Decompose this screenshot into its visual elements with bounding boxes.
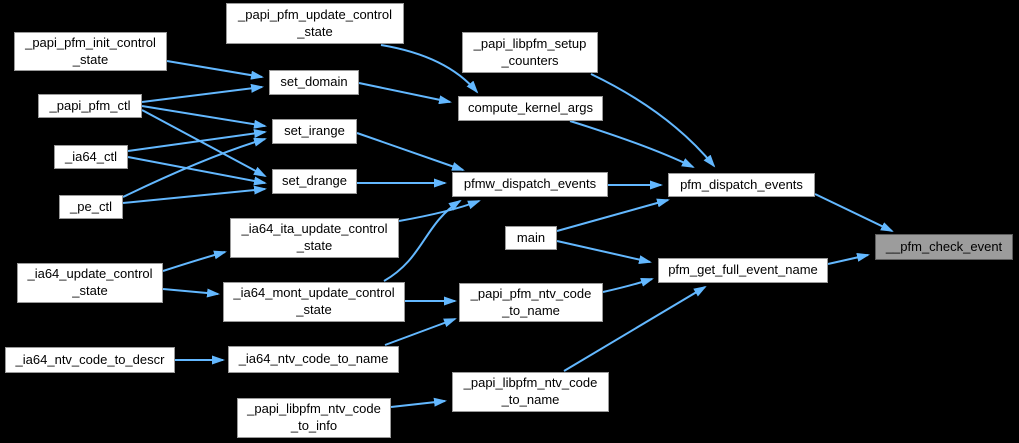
node-ia64_ntv_code_to_descr[interactable]: _ia64_ntv_code_to_descr <box>5 347 175 373</box>
node-set_domain[interactable]: set_domain <box>269 70 359 95</box>
edge-papi_libpfm_ntv_code_to_name-to-pfm_get_full_event_name <box>563 285 707 372</box>
node-main[interactable]: main <box>505 226 557 250</box>
edge-ia64_update_control_state-to-ia64_mont_update_control_state <box>162 288 220 298</box>
edge-papi_pfm_ctl-to-set_domain <box>141 83 264 103</box>
node-ia64_ntv_code_to_name[interactable]: _ia64_ntv_code_to_name <box>228 346 399 373</box>
node-pfm_get_full_event_name[interactable]: pfm_get_full_event_name <box>658 258 828 283</box>
edge-ia64_ctl-to-set_drange <box>127 156 267 186</box>
edge-set_irange-to-pfmw_dispatch_events <box>356 132 465 171</box>
node-papi_pfm_update_control_state[interactable]: _papi_pfm_update_control _state <box>226 3 404 44</box>
edge-pe_ctl-to-set_drange <box>122 185 267 204</box>
edge-papi_pfm_init_control_state-to-set_domain <box>166 60 264 80</box>
node-papi_pfm_ntv_code_to_name[interactable]: _papi_pfm_ntv_code _to_name <box>459 283 603 322</box>
node-compute_kernel_args[interactable]: compute_kernel_args <box>458 96 603 121</box>
node-set_irange[interactable]: set_irange <box>272 119 357 144</box>
edge-pfm_dispatch_events-to-pfm_check_event <box>814 193 894 232</box>
node-set_drange[interactable]: set_drange <box>272 169 357 194</box>
edge-main-to-pfm_get_full_event_name <box>556 240 652 264</box>
node-ia64_mont_update_control_state[interactable]: _ia64_mont_update_control _state <box>223 282 405 322</box>
node-ia64_ita_update_control_state[interactable]: _ia64_ita_update_control _state <box>230 218 399 258</box>
node-ia64_update_control_state[interactable]: _ia64_update_control _state <box>17 263 163 303</box>
node-pfmw_dispatch_events[interactable]: pfmw_dispatch_events <box>452 172 608 197</box>
edge-ia64_ctl-to-set_irange <box>127 129 267 152</box>
node-pfm_check_event[interactable]: __pfm_check_event <box>875 234 1013 260</box>
node-papi_libpfm_setup_counters[interactable]: _papi_libpfm_setup _counters <box>462 32 598 73</box>
node-papi_pfm_ctl[interactable]: _papi_pfm_ctl <box>38 94 142 118</box>
edge-papi_pfm_ctl-to-set_drange <box>141 109 267 177</box>
edge-set_domain-to-compute_kernel_args <box>358 82 452 105</box>
edge-main-to-pfm_dispatch_events <box>556 198 670 232</box>
edge-ia64_ntv_code_to_name-to-papi_pfm_ntv_code_to_name <box>384 318 457 346</box>
edge-ia64_update_control_state-to-ia64_ita_update_control_state <box>162 250 227 272</box>
node-pfm_dispatch_events[interactable]: pfm_dispatch_events <box>668 173 815 197</box>
edge-ia64_mont_update_control_state-to-pfmw_dispatch_events <box>383 199 462 282</box>
edge-papi_pfm_ntv_code_to_name-to-pfm_get_full_event_name <box>602 278 654 293</box>
edge-ia64_ita_update_control_state-to-pfmw_dispatch_events <box>398 200 481 222</box>
edge-compute_kernel_args-to-pfm_dispatch_events <box>569 120 695 168</box>
edge-pfm_get_full_event_name-to-pfm_check_event <box>827 253 870 265</box>
edge-papi_libpfm_setup_counters-to-pfm_dispatch_events <box>590 73 716 168</box>
node-papi_libpfm_ntv_code_to_name[interactable]: _papi_libpfm_ntv_code _to_name <box>452 372 609 412</box>
node-ia64_ctl[interactable]: _ia64_ctl <box>54 145 128 169</box>
node-papi_pfm_init_control_state[interactable]: _papi_pfm_init_control _state <box>14 32 167 71</box>
edge-papi_pfm_update_control_state-to-compute_kernel_args <box>380 44 479 94</box>
edge-pe_ctl-to-set_irange <box>122 137 267 198</box>
edge-papi_pfm_ctl-to-set_irange <box>141 105 267 129</box>
node-papi_libpfm_ntv_code_to_info[interactable]: _papi_libpfm_ntv_code _to_info <box>237 398 391 438</box>
node-pe_ctl[interactable]: _pe_ctl <box>59 195 123 219</box>
edge-papi_libpfm_ntv_code_to_info-to-papi_libpfm_ntv_code_to_name <box>390 397 447 408</box>
